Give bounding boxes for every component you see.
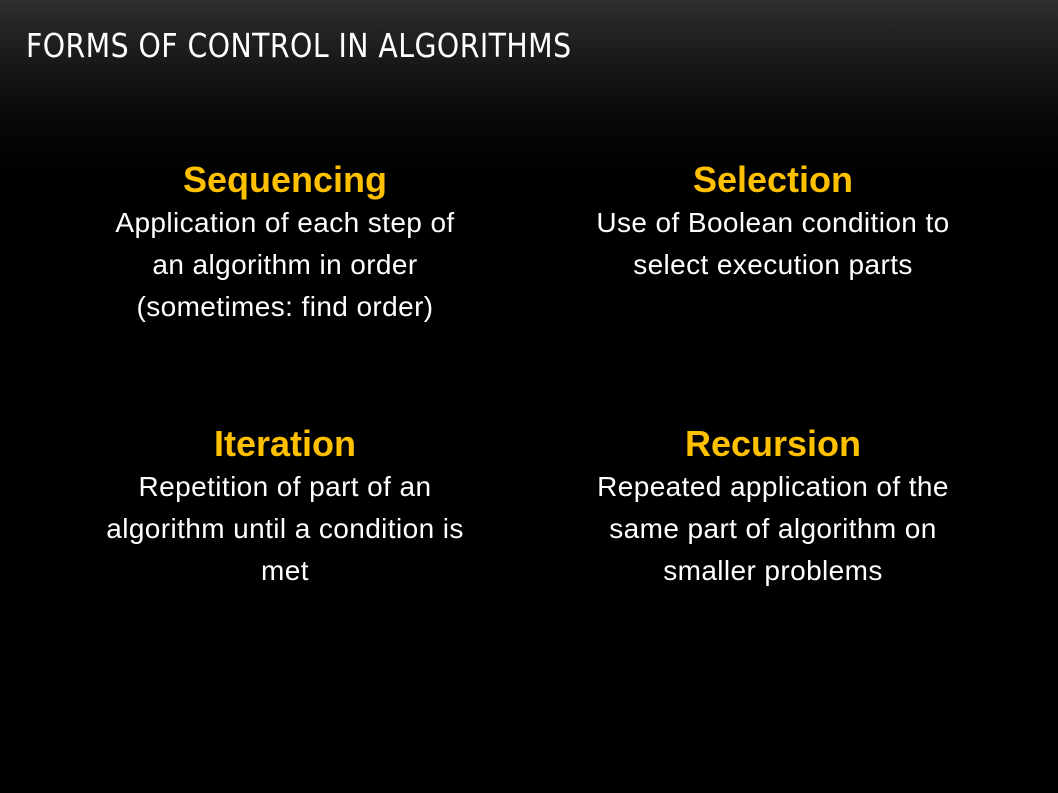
sequencing-description: Application of each step of an algorithm… [45, 202, 525, 328]
description-line: Repetition of part of an [138, 471, 432, 502]
iteration-description: Repetition of part of an algorithm until… [45, 466, 525, 592]
description-line: met [261, 555, 309, 586]
iteration-heading: Iteration [213, 423, 356, 464]
selection-block: Selection Use of Boolean condition to se… [533, 158, 1013, 286]
description-line: same part of algorithm on [609, 513, 937, 544]
selection-description: Use of Boolean condition to select execu… [533, 202, 1013, 286]
slide-title: FORMS OF CONTROL IN ALGORITHMS [26, 26, 572, 65]
description-line: an algorithm in order [152, 249, 418, 280]
recursion-heading: Recursion [684, 423, 862, 464]
description-line: smaller problems [663, 555, 883, 586]
recursion-description: Repeated application of the same part of… [533, 466, 1013, 592]
iteration-block: Iteration Repetition of part of an algor… [45, 422, 525, 592]
description-line: (sometimes: find order) [136, 291, 434, 322]
description-line: Use of Boolean condition to [596, 207, 950, 238]
description-line: Application of each step of [115, 207, 455, 238]
recursion-block: Recursion Repeated application of the sa… [533, 422, 1013, 592]
description-line: Repeated application of the [597, 471, 949, 502]
selection-heading: Selection [692, 159, 854, 200]
sequencing-block: Sequencing Application of each step of a… [45, 158, 525, 328]
description-line: select execution parts [633, 249, 913, 280]
sequencing-heading: Sequencing [182, 159, 388, 200]
description-line: algorithm until a condition is [106, 513, 464, 544]
